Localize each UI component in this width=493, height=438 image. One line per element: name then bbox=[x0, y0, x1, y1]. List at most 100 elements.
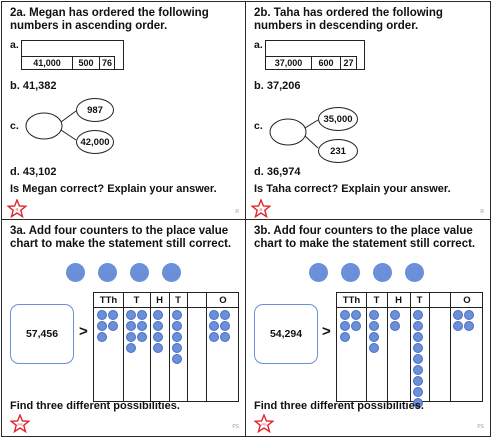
ordered-numbers-row: 37,000 600 27 bbox=[265, 56, 357, 70]
ordered-numbers-box: 37,000 600 27 bbox=[265, 40, 365, 70]
counter-dot bbox=[172, 310, 182, 320]
place-value-header: TTh bbox=[99, 294, 118, 306]
counter-dot bbox=[369, 321, 379, 331]
question-title: 3a. Add four counters to the place value… bbox=[10, 225, 232, 250]
counter-dot bbox=[137, 321, 147, 331]
option-a-label: a. bbox=[10, 39, 19, 51]
column-divider bbox=[187, 293, 188, 401]
page-mark: R bbox=[235, 209, 239, 215]
counter-dot bbox=[126, 310, 136, 320]
counter-dot bbox=[390, 321, 400, 331]
counter-dot bbox=[172, 354, 182, 364]
option-b: b. 41,382 bbox=[10, 80, 57, 92]
counter-dot bbox=[369, 310, 379, 320]
counter-dot bbox=[413, 398, 423, 408]
place-value-header: O bbox=[463, 294, 471, 306]
number-box: 54,294 bbox=[254, 304, 318, 364]
counter-icon[interactable] bbox=[66, 263, 85, 282]
counter-dot bbox=[413, 310, 423, 320]
counter-dot bbox=[220, 332, 230, 342]
option-d: d. 36,974 bbox=[254, 166, 301, 178]
page-mark: R bbox=[480, 209, 484, 215]
panel-3a: 3a. Add four counters to the place value… bbox=[1, 219, 246, 437]
counter-icon[interactable] bbox=[162, 263, 181, 282]
oval-bottom-number: 231 bbox=[318, 139, 358, 163]
counter-dot bbox=[390, 310, 400, 320]
counter-dot bbox=[351, 310, 361, 320]
counter-dot bbox=[126, 321, 136, 331]
option-a-label: a. bbox=[254, 39, 263, 51]
place-value-header: O bbox=[219, 294, 227, 306]
place-value-header: T bbox=[373, 294, 380, 306]
number-box: 57,456 bbox=[10, 304, 74, 364]
column-divider bbox=[123, 293, 124, 401]
counter-icon[interactable] bbox=[98, 263, 117, 282]
counter-dot bbox=[413, 321, 423, 331]
question-prompt: Is Taha correct? Explain your answer. bbox=[254, 183, 451, 195]
option-d: d. 43,102 bbox=[10, 166, 57, 178]
page-mark: PS bbox=[232, 424, 239, 430]
counter-dot bbox=[97, 321, 107, 331]
question-title: 2b. Taha has ordered the following numbe… bbox=[254, 7, 443, 32]
counter-dot bbox=[351, 321, 361, 331]
connector-lines bbox=[269, 118, 319, 149]
counter-dot bbox=[413, 365, 423, 375]
counter-dot bbox=[137, 310, 147, 320]
counter-dot bbox=[209, 332, 219, 342]
counter-dot bbox=[97, 332, 107, 342]
option-b: b. 37,206 bbox=[254, 80, 301, 92]
column-divider bbox=[366, 293, 367, 401]
counter-dot bbox=[464, 310, 474, 320]
counter-icon[interactable] bbox=[405, 263, 424, 282]
counter-dot bbox=[126, 332, 136, 342]
counter-dot bbox=[153, 343, 163, 353]
oval-top-number: 987 bbox=[76, 98, 114, 122]
counter-dot bbox=[172, 321, 182, 331]
column-divider bbox=[410, 293, 411, 401]
option-c-label: c. bbox=[254, 120, 263, 132]
place-value-header: TTh bbox=[342, 294, 361, 306]
counter-dot bbox=[137, 332, 147, 342]
counter-icon[interactable] bbox=[130, 263, 149, 282]
counter-dot bbox=[108, 310, 118, 320]
column-divider bbox=[169, 293, 170, 401]
counter-dot bbox=[209, 321, 219, 331]
counter-dot bbox=[153, 321, 163, 331]
counter-icon[interactable] bbox=[373, 263, 392, 282]
greater-than-symbol: > bbox=[79, 323, 88, 340]
star-icon: R bbox=[6, 198, 28, 219]
counter-dot bbox=[453, 321, 463, 331]
counter-dot bbox=[108, 321, 118, 331]
counter-dot bbox=[340, 332, 350, 342]
counter-dot bbox=[172, 332, 182, 342]
footer-instruction: Find three different possibilities. bbox=[254, 400, 424, 412]
counter-dot bbox=[220, 310, 230, 320]
oval-bottom-number: 42,000 bbox=[76, 130, 114, 154]
counter-dot bbox=[369, 343, 379, 353]
column-divider bbox=[429, 293, 430, 401]
counter-dot bbox=[413, 387, 423, 397]
star-icon: R bbox=[250, 198, 272, 219]
column-divider bbox=[206, 293, 207, 401]
counter-icon[interactable] bbox=[309, 263, 328, 282]
question-title: 2a. Megan has ordered the following numb… bbox=[10, 7, 209, 32]
ordered-number: 76 bbox=[99, 56, 115, 70]
place-value-header-row bbox=[94, 293, 238, 308]
place-value-header: T bbox=[416, 294, 423, 306]
question-prompt: Is Megan correct? Explain your answer. bbox=[10, 183, 217, 195]
counter-icon[interactable] bbox=[341, 263, 360, 282]
ordered-number: 27 bbox=[340, 56, 357, 70]
counter-dot bbox=[153, 310, 163, 320]
counter-dot bbox=[153, 332, 163, 342]
panel-2b: 2b. Taha has ordered the following numbe… bbox=[245, 1, 491, 220]
ordered-numbers-row: 41,000 500 76 bbox=[21, 56, 115, 70]
panel-2a: 2a. Megan has ordered the following numb… bbox=[1, 1, 246, 220]
footer-instruction: Find three different possibilities. bbox=[10, 400, 180, 412]
place-value-header: H bbox=[156, 294, 163, 306]
column-divider bbox=[387, 293, 388, 401]
column-divider bbox=[150, 293, 151, 401]
counter-dot bbox=[413, 376, 423, 386]
